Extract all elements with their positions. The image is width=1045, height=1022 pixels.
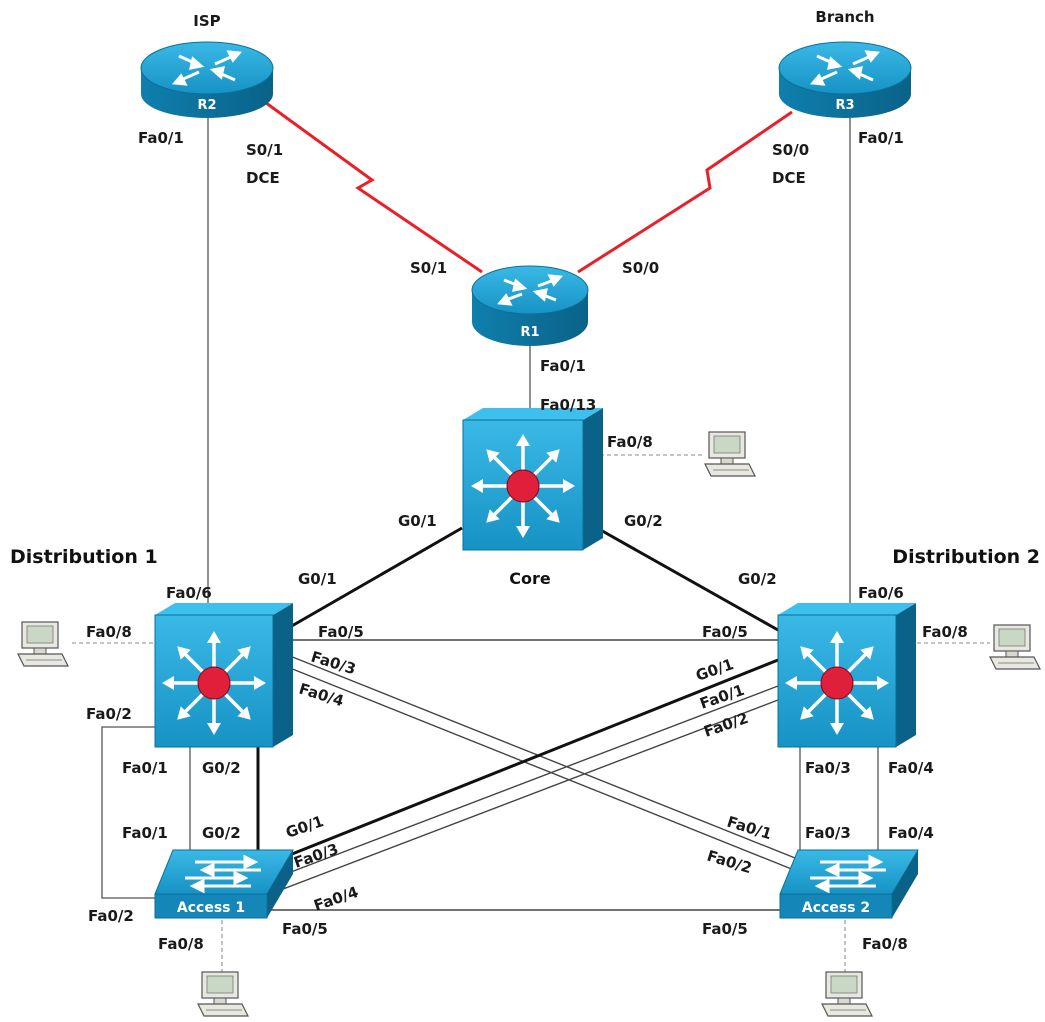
port-label: Fa0/1 [725, 813, 774, 844]
pc-dist2[interactable] [989, 624, 1041, 670]
port-label: Fa0/4 [297, 680, 346, 711]
router-label: R3 [835, 98, 854, 113]
link-dist2-access1-b [269, 699, 779, 895]
distribution-2-label: Distribution 2 [892, 546, 1040, 568]
port-label: Fa0/8 [158, 935, 204, 953]
link-dist2-access1-g01 [261, 658, 779, 868]
port-label: DCE [246, 169, 280, 187]
link-dist1-access2-b [289, 667, 795, 871]
pc-icon [17, 621, 69, 667]
port-label: Fa0/4 [888, 824, 934, 842]
port-label: Fa0/5 [282, 920, 328, 938]
port-label: G0/1 [398, 512, 437, 530]
serial-link-r2-r1 [261, 98, 483, 274]
access-2-label: Access 2 [802, 900, 870, 916]
port-label: S0/1 [410, 259, 447, 277]
port-label: DCE [772, 169, 806, 187]
port-label: Fa0/2 [86, 705, 132, 723]
switch-icon [154, 849, 294, 919]
port-label: Fa0/5 [702, 920, 748, 938]
port-label: Fa0/2 [88, 907, 134, 925]
switch-access-1[interactable]: Access 1 [154, 849, 294, 919]
switch-distribution-1[interactable] [154, 603, 293, 748]
port-label: Fa0/8 [922, 623, 968, 641]
port-label: G0/2 [738, 570, 777, 588]
port-label: Fa0/5 [318, 623, 364, 641]
pc-icon [821, 971, 873, 1017]
port-label: Fa0/5 [702, 623, 748, 641]
port-label: Fa0/6 [166, 584, 212, 602]
router-r3[interactable]: R3 [778, 41, 912, 118]
port-label: S0/0 [772, 141, 809, 159]
pc-icon [704, 431, 756, 477]
port-label: Fa0/8 [86, 623, 132, 641]
site-label-branch: Branch [815, 8, 874, 26]
router-icon [778, 41, 912, 118]
port-label: Fa0/8 [862, 935, 908, 953]
switch-access-2[interactable]: Access 2 [779, 849, 919, 919]
multilayer-switch-icon [462, 408, 603, 551]
pc-icon [989, 624, 1041, 670]
pc-core[interactable] [704, 431, 756, 477]
port-label: G0/2 [202, 759, 241, 777]
link-core-dist2 [596, 526, 779, 632]
port-label: Fa0/1 [540, 357, 586, 375]
pc-access1[interactable] [197, 971, 249, 1017]
port-label: S0/0 [622, 259, 659, 277]
distribution-1-label: Distribution 1 [10, 546, 158, 568]
link-dist1-access1-fa02 [101, 726, 158, 899]
port-label: S0/1 [246, 141, 283, 159]
pc-access2[interactable] [821, 971, 873, 1017]
router-r2[interactable]: R2 [140, 41, 274, 118]
router-icon [471, 265, 589, 346]
access-1-label: Access 1 [177, 900, 245, 916]
port-label: Fa0/6 [858, 584, 904, 602]
port-label: Fa0/3 [805, 759, 851, 777]
port-label: Fa0/1 [122, 759, 168, 777]
port-label: Fa0/3 [805, 824, 851, 842]
router-label: R1 [520, 325, 539, 340]
port-label: G0/1 [298, 570, 337, 588]
port-label: Fa0/1 [858, 129, 904, 147]
multilayer-switch-icon [777, 603, 916, 748]
site-label-isp: ISP [193, 12, 220, 30]
port-label: G0/2 [624, 512, 663, 530]
router-icon [140, 41, 274, 118]
switch-distribution-2[interactable] [777, 603, 916, 748]
pc-dist1[interactable] [17, 621, 69, 667]
router-r1[interactable]: R1 [471, 265, 589, 346]
link-core-dist1 [289, 526, 463, 629]
port-label: Fa0/2 [701, 709, 750, 741]
serial-link-r3-r1 [577, 110, 793, 274]
port-label: Fa0/4 [888, 759, 934, 777]
router-label: R2 [197, 98, 216, 113]
multilayer-switch-icon [154, 603, 293, 748]
switch-core[interactable] [462, 408, 603, 551]
port-label: G0/2 [202, 824, 241, 842]
port-label: Fa0/8 [607, 433, 653, 451]
port-label: G0/1 [283, 812, 325, 842]
links [72, 98, 990, 990]
core-label: Core [509, 569, 551, 588]
link-dist1-access2-a [289, 655, 801, 861]
link-dist2-access1-a [269, 685, 779, 881]
switch-icon [779, 849, 919, 919]
port-label: Fa0/1 [138, 129, 184, 147]
port-label: Fa0/1 [122, 824, 168, 842]
pc-icon [197, 971, 249, 1017]
port-label: Fa0/13 [540, 396, 596, 414]
